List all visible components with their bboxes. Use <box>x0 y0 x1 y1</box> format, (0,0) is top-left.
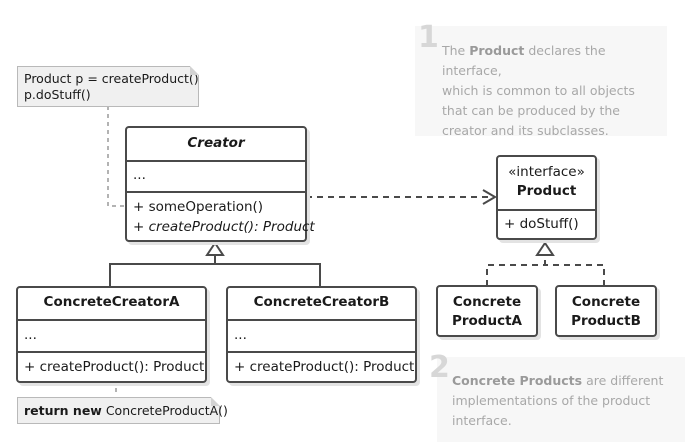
realization-line-b <box>545 264 605 286</box>
class-concrete-product-b: Concrete ProductB <box>555 285 657 337</box>
class-fields: ... <box>228 319 415 351</box>
class-creator: Creator ... + someOperation() + createPr… <box>125 126 315 242</box>
class-fields: ... <box>18 319 205 351</box>
callout-product: 1 The Product declares the interface, wh… <box>415 20 667 138</box>
class-name: Creator <box>187 135 245 151</box>
stereotype: «interface» <box>508 164 585 180</box>
class-concrete-product-a: Concrete ProductA <box>436 285 538 337</box>
realization-arrowhead <box>535 241 555 256</box>
class-methods: + doStuff() <box>498 209 595 238</box>
callout-concrete-products: 2 Concrete Products are different implem… <box>429 353 685 442</box>
class-concrete-creator-a: ConcreteCreatorA ... + createProduct(): … <box>16 286 207 383</box>
class-fields: ... <box>127 160 305 191</box>
note-fold <box>211 397 220 406</box>
note-link-creator <box>107 106 126 207</box>
class-methods: + createProduct(): Product <box>18 351 205 381</box>
class-methods: + someOperation() + createProduct(): Pro… <box>127 191 315 240</box>
callout-number: 1 <box>418 20 439 55</box>
realization-line-a <box>486 264 545 286</box>
class-name: Product <box>516 183 577 199</box>
interface-product: «interface» Product + doStuff() <box>496 155 597 240</box>
class-name: Concrete ProductB <box>571 294 641 329</box>
note-fold <box>190 66 199 75</box>
class-methods: + createProduct(): Product <box>228 351 415 381</box>
class-concrete-creator-b: ConcreteCreatorB ... + createProduct(): … <box>226 286 417 383</box>
inheritance-arrowhead <box>205 241 225 256</box>
dependency-arrowhead <box>482 189 497 205</box>
interface-header: «interface» Product <box>498 157 595 209</box>
class-name: ConcreteCreatorA <box>43 294 180 310</box>
inheritance-line-a <box>109 263 215 287</box>
note-create-product-a: return new ConcreteProductA() <box>17 397 228 424</box>
inheritance-line-b <box>215 263 321 287</box>
callout-number: 2 <box>429 350 450 385</box>
note-some-operation: Product p = createProduct() p.doStuff() <box>17 66 199 107</box>
class-name: ConcreteCreatorB <box>253 294 390 310</box>
class-name: Concrete ProductA <box>451 294 522 329</box>
